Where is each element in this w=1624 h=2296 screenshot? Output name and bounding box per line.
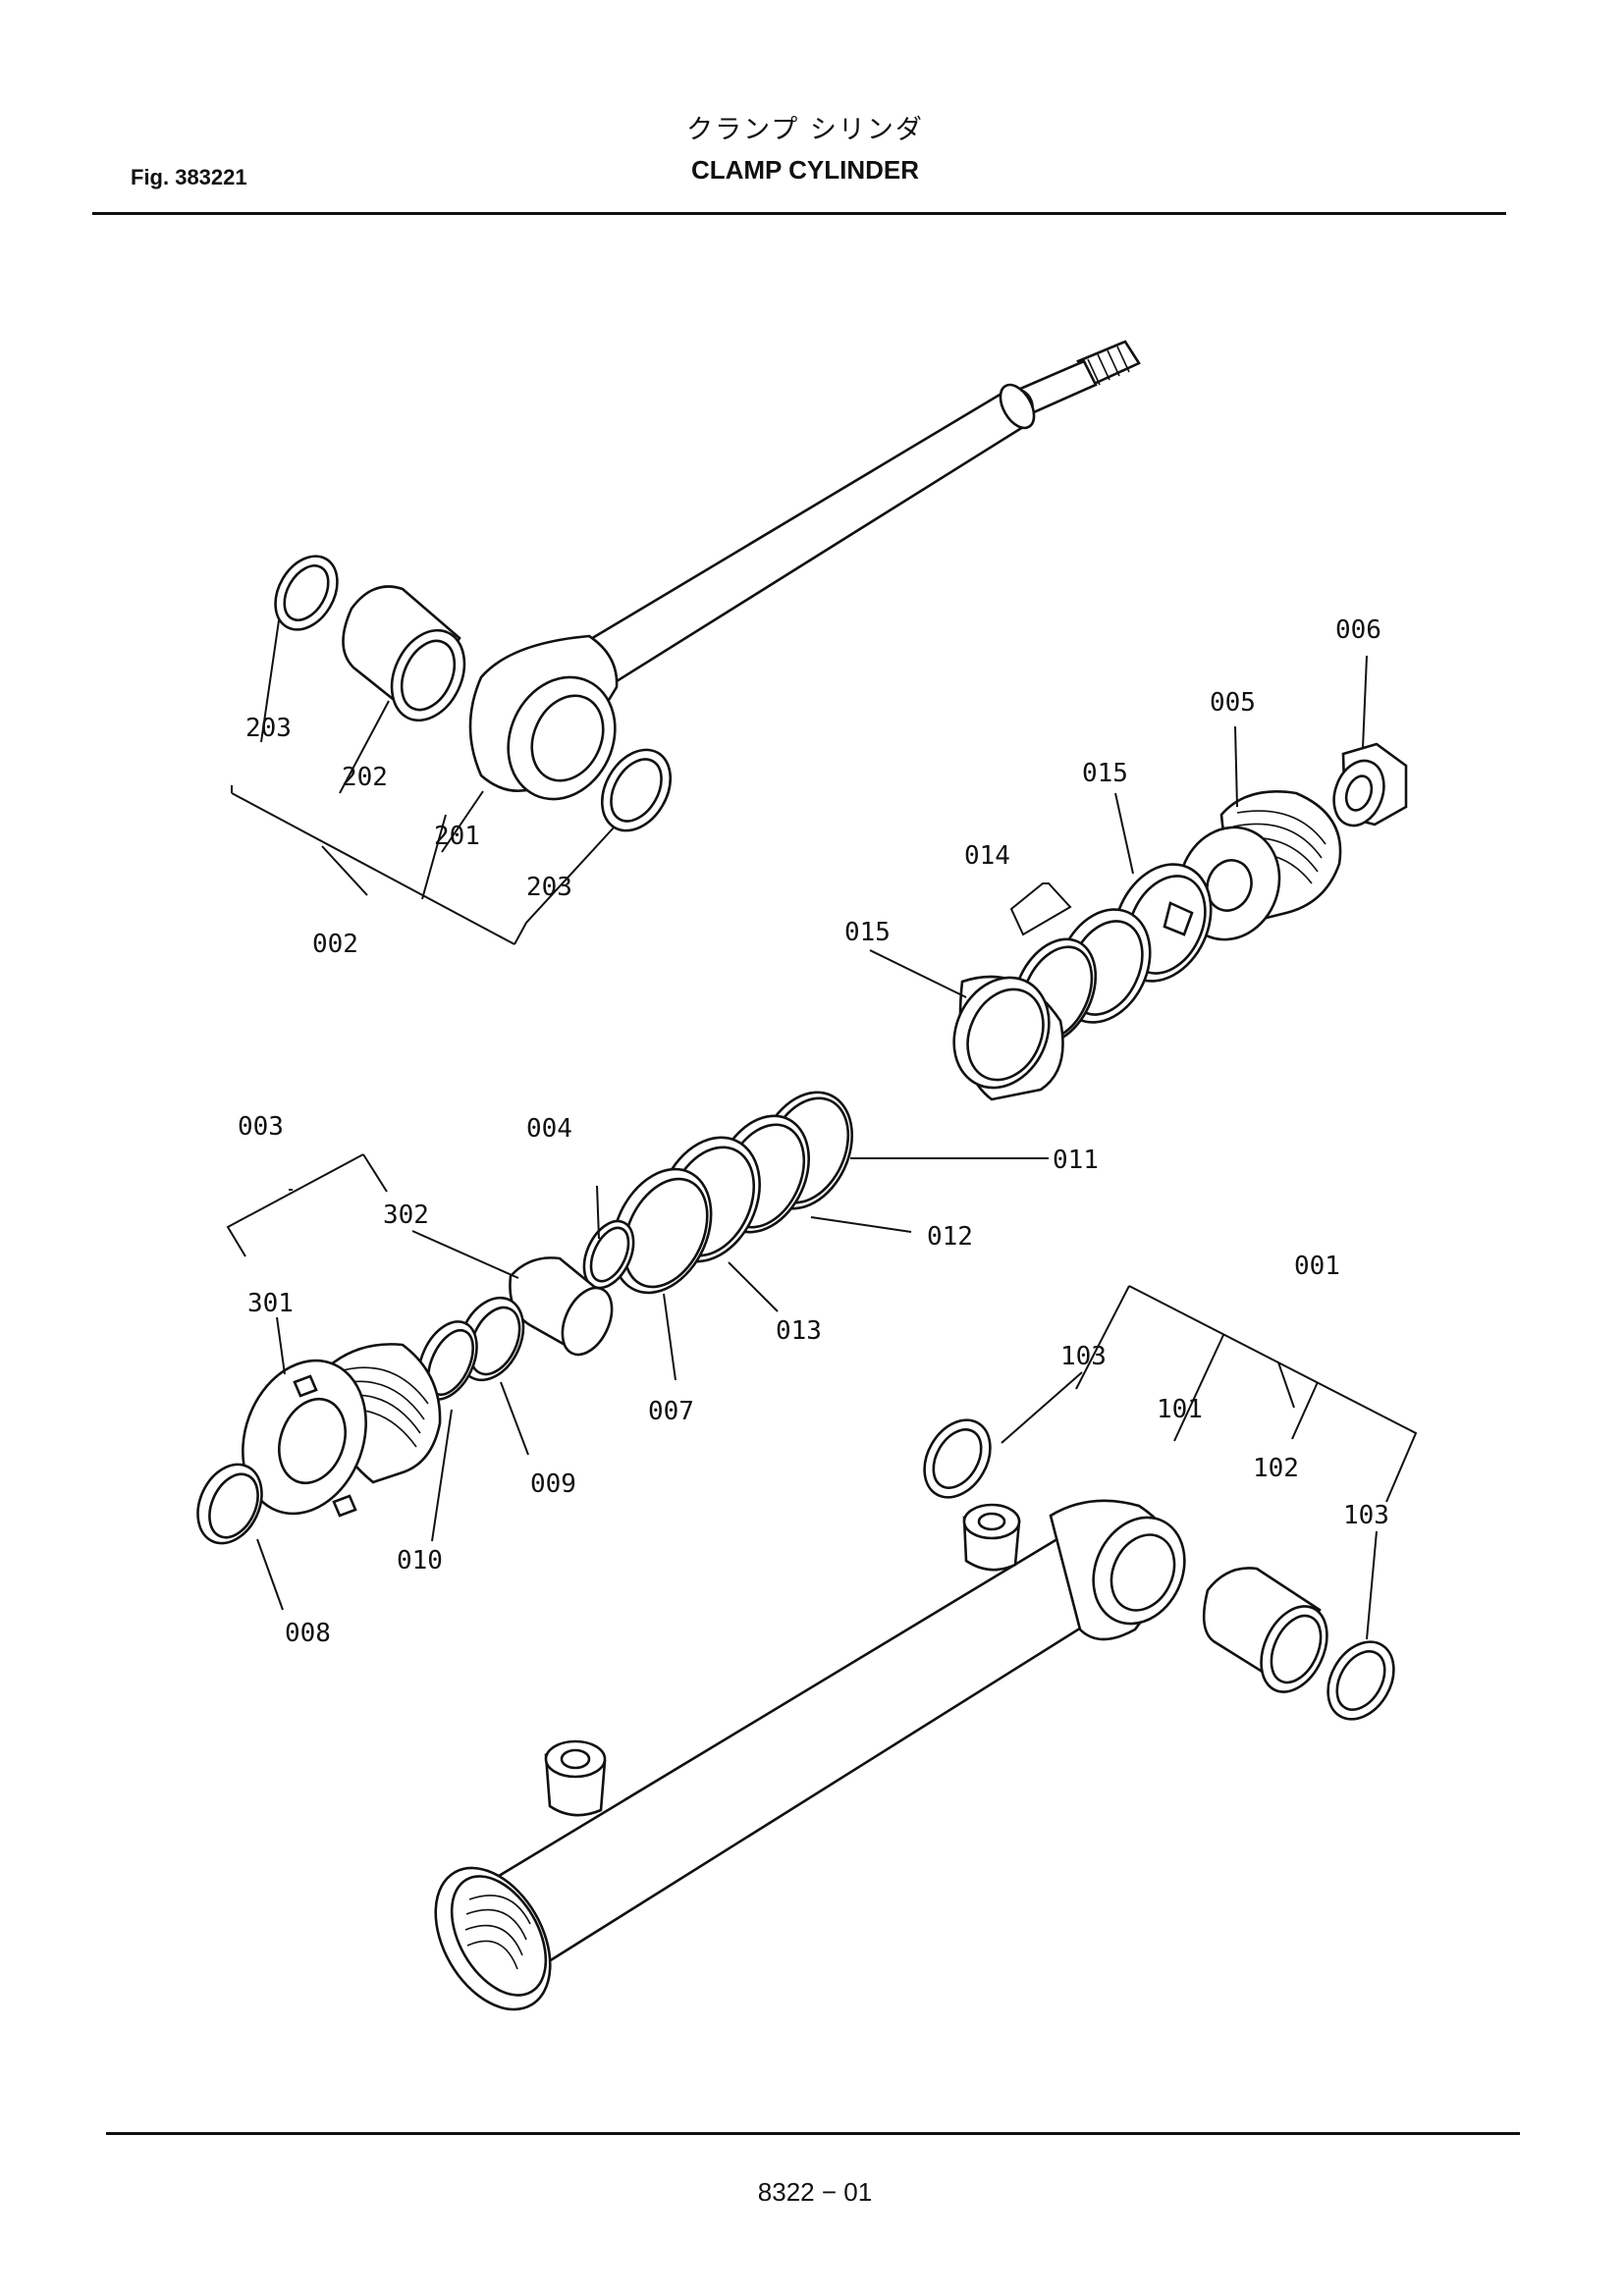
cylinder-tube-101 bbox=[434, 1499, 1186, 2011]
seal-ring-203-left bbox=[274, 555, 339, 631]
header-rule bbox=[92, 212, 1506, 215]
seal-ring-103-right bbox=[1326, 1640, 1395, 1721]
callout-302: 302 bbox=[383, 1201, 429, 1230]
callout-005: 005 bbox=[1210, 688, 1256, 718]
footer-rule bbox=[106, 2132, 1520, 2135]
wear-ring-015-lower bbox=[952, 975, 1064, 1101]
page-number: 8322 − 01 bbox=[757, 2177, 873, 2207]
snap-ring-007 bbox=[611, 1167, 713, 1295]
bushing-302 bbox=[509, 1256, 614, 1357]
callout-003: 003 bbox=[238, 1112, 284, 1142]
callout-002: 002 bbox=[312, 930, 358, 959]
callout-007: 007 bbox=[648, 1397, 694, 1426]
piston-rod bbox=[468, 340, 1141, 801]
callout-011: 011 bbox=[1053, 1146, 1099, 1175]
callout-006: 006 bbox=[1335, 615, 1381, 645]
bushing-102 bbox=[1202, 1567, 1328, 1693]
callout-203-left: 203 bbox=[245, 714, 292, 743]
callout-102: 102 bbox=[1253, 1454, 1299, 1483]
callout-101: 101 bbox=[1157, 1395, 1203, 1424]
callout-labels: 203 202 201 203 002 006 005 015 014 015 … bbox=[238, 615, 1389, 1648]
figure-number: Fig. 383221 bbox=[131, 165, 247, 189]
callout-301: 301 bbox=[247, 1289, 294, 1318]
callout-103-left: 103 bbox=[1060, 1342, 1107, 1371]
callout-008: 008 bbox=[285, 1619, 331, 1648]
title-japanese: クランプ シリンダ bbox=[686, 115, 924, 145]
callout-015-upper: 015 bbox=[1082, 759, 1128, 788]
callout-012: 012 bbox=[927, 1222, 973, 1252]
callout-203-right: 203 bbox=[526, 873, 572, 902]
seal-ring-103-left bbox=[923, 1418, 992, 1499]
bushing-202 bbox=[342, 585, 466, 722]
callout-013: 013 bbox=[776, 1316, 822, 1346]
callout-015-lower: 015 bbox=[844, 918, 891, 947]
callout-014: 014 bbox=[964, 841, 1010, 871]
callout-010: 010 bbox=[397, 1546, 443, 1575]
callout-004: 004 bbox=[526, 1114, 572, 1144]
callout-001: 001 bbox=[1294, 1252, 1340, 1281]
seal-ring-203-right bbox=[600, 748, 673, 832]
title-english: CLAMP CYLINDER bbox=[690, 155, 920, 185]
rod-cover-301 bbox=[242, 1343, 442, 1518]
callout-201: 201 bbox=[434, 822, 480, 851]
leader-lines bbox=[226, 619, 1418, 1640]
callout-103-right: 103 bbox=[1343, 1501, 1389, 1530]
nut-006 bbox=[1332, 742, 1408, 828]
dust-seal-008 bbox=[196, 1463, 263, 1545]
callout-009: 009 bbox=[530, 1469, 576, 1499]
callout-202: 202 bbox=[342, 763, 388, 792]
